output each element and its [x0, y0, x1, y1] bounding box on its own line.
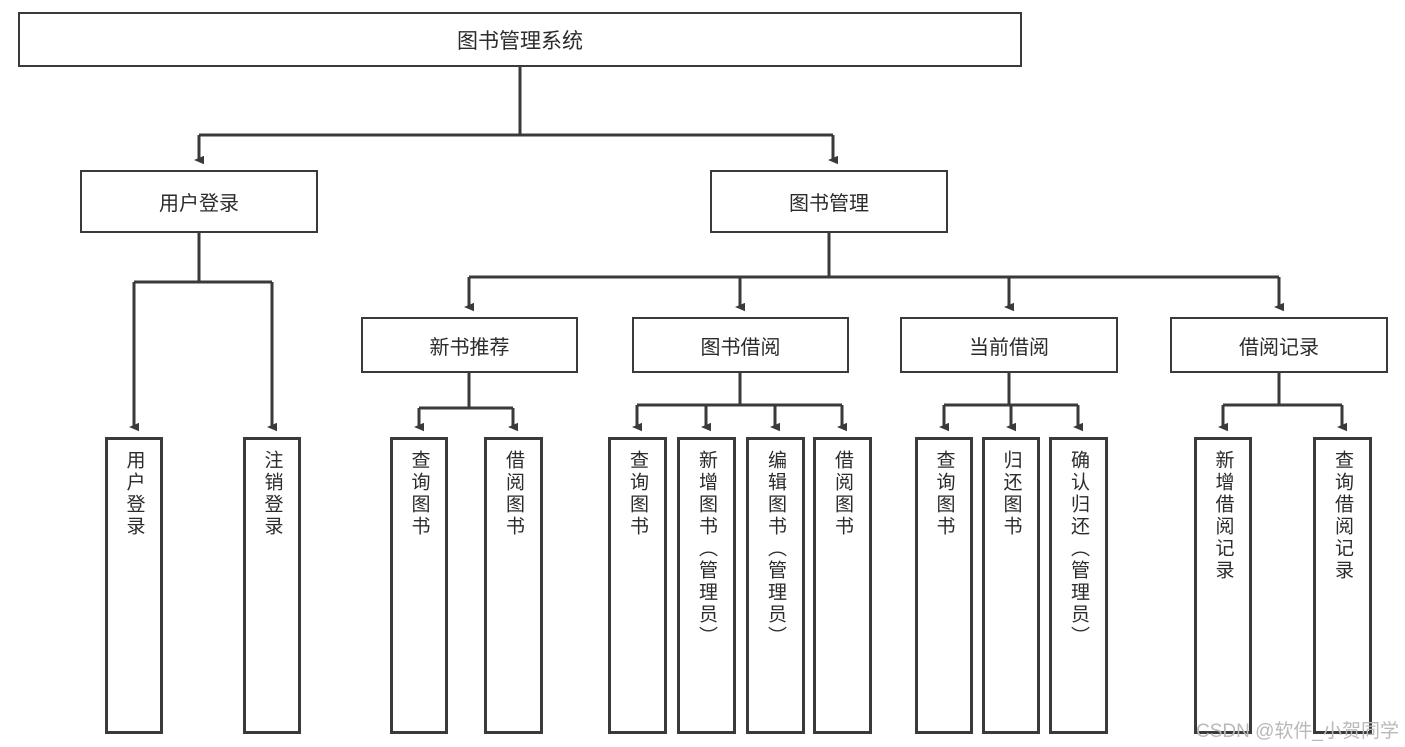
leaf-query-book-recommend[interactable]: 查询图书 — [390, 437, 448, 734]
node-root[interactable]: 图书管理系统 — [18, 12, 1022, 67]
node-borrow-records[interactable]: 借阅记录 — [1170, 317, 1388, 373]
leaf-label: 借阅图书 — [832, 450, 853, 538]
leaf-label: 确认归还（管理员） — [1068, 450, 1089, 648]
leaf-query-book-borrow[interactable]: 查询图书 — [608, 437, 667, 734]
leaf-query-book-current[interactable]: 查询图书 — [915, 437, 973, 734]
leaf-edit-book-admin[interactable]: 编辑图书（管理员） — [746, 437, 805, 734]
leaf-user-login[interactable]: 用户登录 — [105, 437, 163, 734]
leaf-add-book-admin[interactable]: 新增图书（管理员） — [677, 437, 736, 734]
leaf-borrow-book-recommend[interactable]: 借阅图书 — [484, 437, 543, 734]
leaf-label: 编辑图书（管理员） — [765, 450, 786, 648]
leaf-confirm-return-admin[interactable]: 确认归还（管理员） — [1049, 437, 1108, 734]
watermark: CSDN @软件_小贺同学 — [1196, 721, 1399, 742]
node-new-book-recommend-label: 新书推荐 — [429, 336, 510, 359]
leaf-label: 查询图书 — [627, 450, 648, 538]
leaf-borrow-book[interactable]: 借阅图书 — [813, 437, 872, 734]
leaf-label: 新增图书（管理员） — [696, 450, 717, 648]
leaf-label: 查询借阅记录 — [1332, 450, 1353, 582]
leaf-return-book[interactable]: 归还图书 — [982, 437, 1040, 734]
leaf-label: 查询图书 — [933, 450, 955, 538]
leaf-label: 查询图书 — [408, 450, 430, 538]
node-book-management-label: 图书管理 — [789, 193, 869, 215]
leaf-add-borrow-record[interactable]: 新增借阅记录 — [1194, 437, 1252, 734]
leaf-label: 归还图书 — [1000, 450, 1022, 538]
node-root-label: 图书管理系统 — [457, 29, 583, 53]
node-book-borrow[interactable]: 图书借阅 — [632, 317, 849, 373]
leaf-query-borrow-record[interactable]: 查询借阅记录 — [1313, 437, 1372, 734]
leaf-label: 新增借阅记录 — [1212, 450, 1234, 582]
leaf-label: 注销登录 — [261, 450, 283, 538]
node-current-borrow-label: 当前借阅 — [969, 336, 1049, 359]
node-new-book-recommend[interactable]: 新书推荐 — [361, 317, 578, 373]
leaf-label: 用户登录 — [123, 450, 145, 538]
node-book-management[interactable]: 图书管理 — [710, 170, 948, 233]
node-user-login-label: 用户登录 — [159, 193, 239, 215]
node-borrow-records-label: 借阅记录 — [1239, 336, 1319, 359]
node-current-borrow[interactable]: 当前借阅 — [900, 317, 1118, 373]
node-user-login[interactable]: 用户登录 — [80, 170, 318, 233]
leaf-label: 借阅图书 — [503, 450, 524, 538]
leaf-logout[interactable]: 注销登录 — [243, 437, 301, 734]
node-book-borrow-label: 图书借阅 — [700, 336, 781, 359]
